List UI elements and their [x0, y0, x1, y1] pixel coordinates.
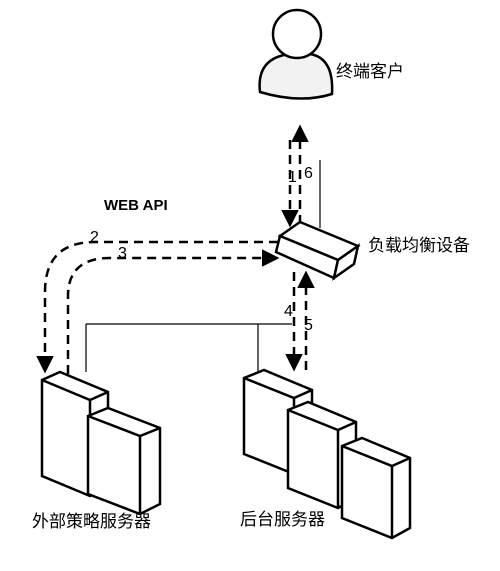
step-3-label: 3 [118, 245, 127, 262]
network-connector-lines [85, 160, 321, 372]
external-servers-label: 外部策略服务器 [32, 512, 151, 532]
step-4-label: 4 [284, 303, 293, 320]
load-balancer-label: 负载均衡设备 [368, 236, 470, 256]
arrow-2 [36, 240, 278, 374]
user-icon [258, 8, 334, 100]
arrow-3 [66, 249, 280, 374]
step-6-label: 6 [304, 165, 313, 182]
client-label: 终端客户 [336, 62, 404, 82]
load-balancer-icon [274, 220, 361, 281]
step-1-label: 1 [288, 169, 297, 186]
external-server-icon [40, 370, 162, 516]
backend-server-icon [242, 368, 412, 540]
step-5-label: 5 [304, 317, 313, 334]
web-api-label: WEB API [104, 197, 168, 214]
backend-servers-label: 后台服务器 [240, 510, 325, 530]
step-2-label: 2 [90, 229, 99, 246]
